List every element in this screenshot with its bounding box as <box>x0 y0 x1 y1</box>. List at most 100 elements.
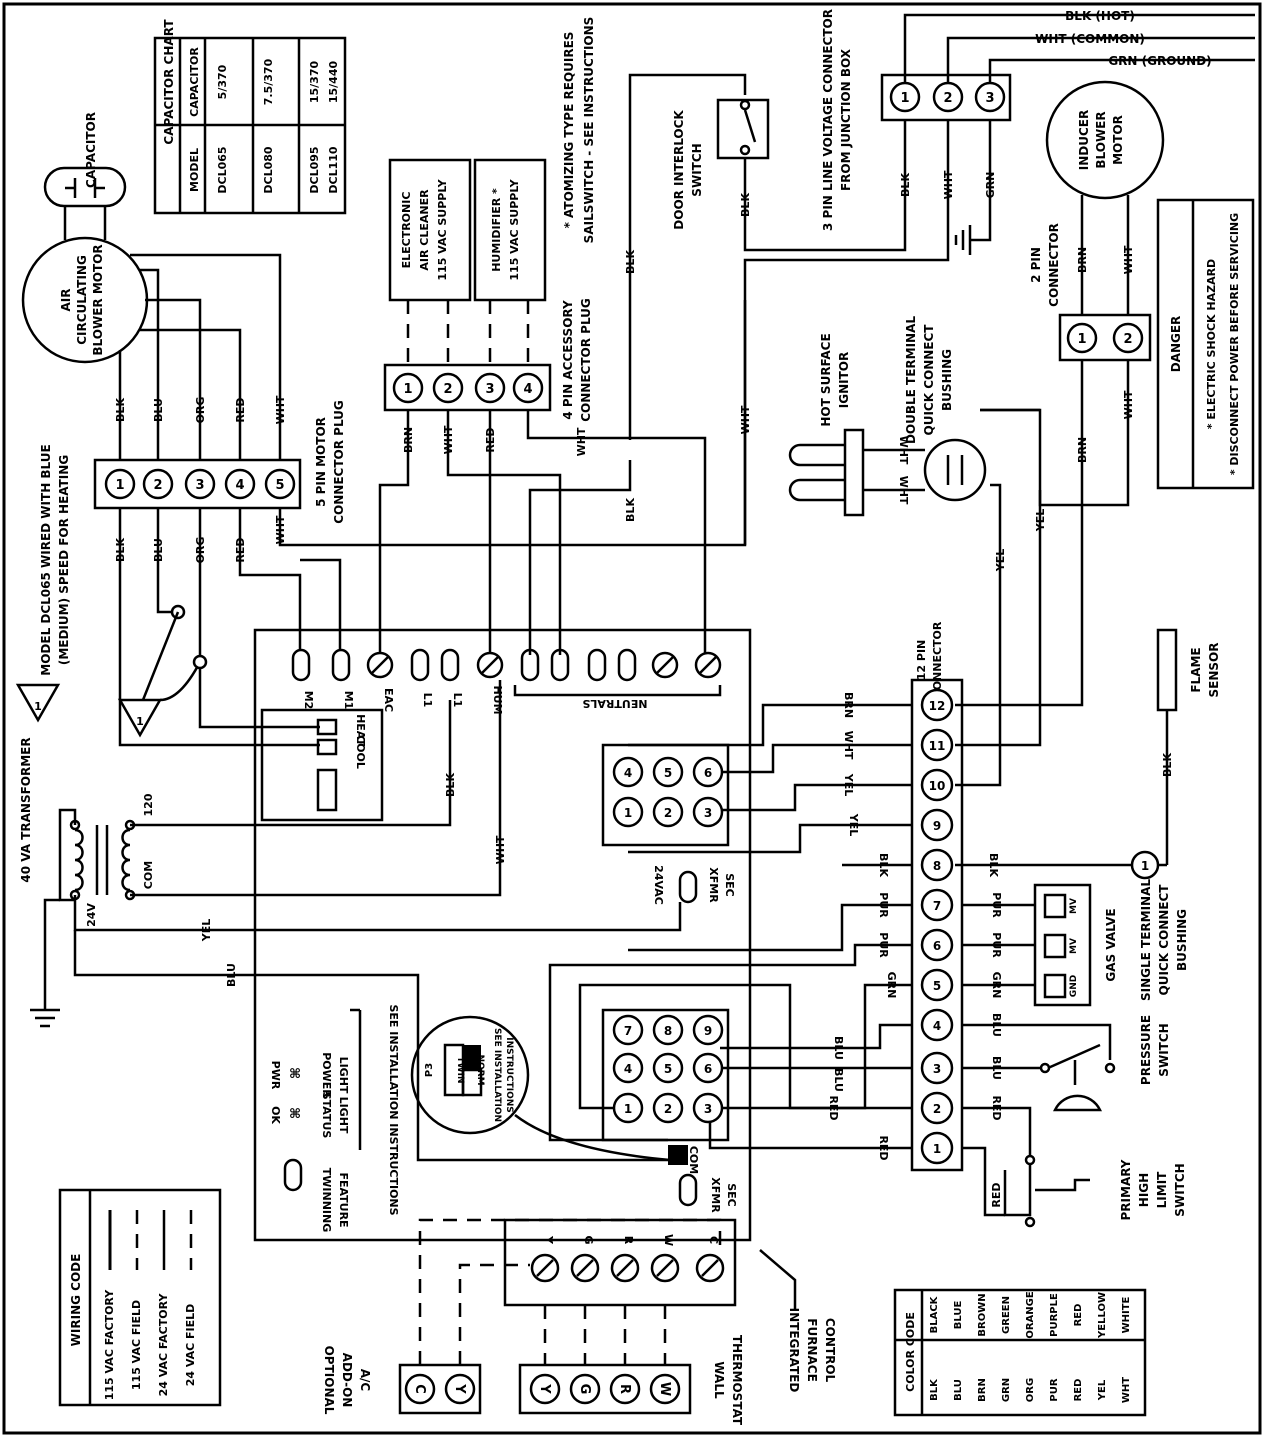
svg-text:BLK: BLK <box>624 250 637 274</box>
svg-text:3: 3 <box>195 478 204 493</box>
svg-text:R: R <box>617 1384 632 1394</box>
svg-text:BLU: BLU <box>152 398 165 422</box>
svg-text:PRESSURE: PRESSURE <box>1139 1015 1153 1085</box>
primary-high-limit-switch: PRIMARY HIGH LIMIT SWITCH <box>1024 1154 1187 1228</box>
svg-text:INDUCER: INDUCER <box>1077 110 1091 170</box>
svg-text:P3: P3 <box>424 1063 435 1077</box>
svg-text:6: 6 <box>704 1062 712 1076</box>
svg-text:5 PIN MOTOR: 5 PIN MOTOR <box>314 417 328 507</box>
svg-text:4: 4 <box>624 766 632 780</box>
power-led-icon: ⌘ <box>289 1067 301 1082</box>
svg-text:BROWN: BROWN <box>977 1293 988 1336</box>
svg-text:AIR: AIR <box>59 289 73 312</box>
svg-text:3 PIN LINE VOLTAGE CONNECTOR: 3 PIN LINE VOLTAGE CONNECTOR <box>821 9 835 231</box>
svg-text:10: 10 <box>929 779 946 793</box>
svg-text:G: G <box>577 1384 592 1395</box>
svg-text:BLU: BLU <box>832 1036 845 1060</box>
svg-text:HOT SURFACE: HOT SURFACE <box>819 333 833 426</box>
svg-text:RED: RED <box>990 1095 1003 1120</box>
svg-text:HUMIDIFIER *: HUMIDIFIER * <box>490 188 503 272</box>
svg-text:BLK: BLK <box>444 773 457 797</box>
capacitor-model-4: DCL110 <box>327 146 340 194</box>
svg-text:2 PIN: 2 PIN <box>1029 247 1043 283</box>
svg-text:COOL: COOL <box>354 735 367 769</box>
svg-text:1: 1 <box>136 715 144 728</box>
svg-text:NEUTRALS: NEUTRALS <box>582 697 647 710</box>
svg-text:STATUS: STATUS <box>320 1092 333 1139</box>
svg-text:LIGHT: LIGHT <box>337 1097 350 1134</box>
svg-text:L1: L1 <box>451 693 464 708</box>
svg-text:FROM JUNCTION BOX: FROM JUNCTION BOX <box>839 48 853 191</box>
svg-text:WHT: WHT <box>1122 245 1135 274</box>
svg-text:Y: Y <box>452 1383 467 1394</box>
svg-text:YELLOW: YELLOW <box>1097 1292 1108 1339</box>
svg-text:ORANGE: ORANGE <box>1025 1291 1036 1339</box>
svg-text:1: 1 <box>933 1142 941 1156</box>
capacitor-model-3: DCL095 <box>308 146 321 193</box>
svg-text:LIGHT: LIGHT <box>337 1057 350 1094</box>
svg-text:4: 4 <box>933 1019 941 1033</box>
svg-text:NORM: NORM <box>475 1054 485 1085</box>
svg-text:BLU: BLU <box>225 963 238 987</box>
svg-text:WHT: WHT <box>842 731 855 760</box>
svg-text:SENSOR: SENSOR <box>1207 643 1221 698</box>
svg-text:FURNACE: FURNACE <box>805 1318 819 1382</box>
svg-text:WHT: WHT <box>739 405 752 434</box>
svg-text:* ATOMIZING TYPE REQUIRES: * ATOMIZING TYPE REQUIRES <box>562 32 576 229</box>
svg-text:3: 3 <box>704 1102 712 1116</box>
svg-text:BRN: BRN <box>1076 247 1089 273</box>
svg-text:4: 4 <box>523 382 532 397</box>
twelve-pin-wire-tags-left: BRN WHT YEL YEL BLK PUR PUR GRN BLU BLU … <box>827 692 898 1161</box>
svg-text:2: 2 <box>664 1102 672 1116</box>
svg-text:9: 9 <box>704 1024 712 1038</box>
svg-text:PUR: PUR <box>877 932 890 958</box>
svg-text:115 VAC SUPPLY: 115 VAC SUPPLY <box>436 178 449 280</box>
svg-text:PUR: PUR <box>1049 1378 1060 1401</box>
svg-text:BLK: BLK <box>987 853 1000 877</box>
svg-text:SINGLE TERMINAL: SINGLE TERMINAL <box>1139 879 1153 1001</box>
svg-text:* ELECTRIC SHOCK HAZARD: * ELECTRIC SHOCK HAZARD <box>1205 259 1218 429</box>
svg-text:WHT: WHT <box>494 835 507 864</box>
svg-text:5: 5 <box>275 478 284 493</box>
line-voltage-connector: 1 2 3 3 PIN LINE VOLTAGE CONNECTOR FROM … <box>821 9 1012 231</box>
svg-text:COM: COM <box>687 1146 700 1174</box>
svg-text:YEL: YEL <box>200 919 213 943</box>
svg-text:SWITCH: SWITCH <box>1173 1163 1187 1216</box>
door-interlock-switch: DOOR INTERLOCK SWITCH <box>672 98 770 230</box>
svg-text:2: 2 <box>153 478 162 493</box>
svg-text:WHT: WHT <box>1121 1377 1132 1403</box>
svg-text:SEE INSTALLATION INSTRUCTIONS: SEE INSTALLATION INSTRUCTIONS <box>387 1004 400 1215</box>
svg-text:BUSHING: BUSHING <box>940 349 954 411</box>
svg-text:PURPLE: PURPLE <box>1049 1293 1060 1337</box>
svg-text:8: 8 <box>664 1024 672 1038</box>
svg-text:G: G <box>582 1235 595 1244</box>
svg-text:WALL: WALL <box>712 1361 726 1399</box>
capacitor-model-1: DCL065 <box>216 146 229 193</box>
svg-text:8: 8 <box>933 859 941 873</box>
svg-text:BLK (HOT): BLK (HOT) <box>1065 9 1135 23</box>
svg-text:IGNITOR: IGNITOR <box>837 352 851 408</box>
svg-text:PRIMARY: PRIMARY <box>1119 1159 1133 1220</box>
accessory-wire-tags: BRN WHT RED WHT BLK BLK <box>402 250 637 522</box>
svg-text:1: 1 <box>1141 859 1149 873</box>
capacitor-chart-header-capacitor: CAPACITOR <box>188 47 201 117</box>
svg-text:HEAT: HEAT <box>354 714 367 746</box>
svg-text:M1: M1 <box>342 691 355 710</box>
svg-text:EAC: EAC <box>382 688 395 712</box>
capacitor-chart-title: CAPACITOR CHART <box>162 19 176 145</box>
svg-text:3: 3 <box>704 806 712 820</box>
svg-text:BLACK: BLACK <box>929 1295 940 1333</box>
svg-text:GREEN: GREEN <box>1001 1296 1012 1334</box>
svg-text:WHT: WHT <box>942 170 955 199</box>
svg-text:AIR CLEANER: AIR CLEANER <box>418 189 431 271</box>
svg-text:2: 2 <box>443 382 452 397</box>
svg-text:PWR: PWR <box>269 1061 282 1090</box>
svg-text:5: 5 <box>664 766 672 780</box>
svg-text:12 PIN: 12 PIN <box>915 640 928 681</box>
svg-text:PUR: PUR <box>990 932 1003 958</box>
svg-text:BLOWER: BLOWER <box>1094 111 1108 168</box>
svg-text:CONNECTOR PLUG: CONNECTOR PLUG <box>332 400 346 524</box>
svg-text:11: 11 <box>929 739 946 753</box>
